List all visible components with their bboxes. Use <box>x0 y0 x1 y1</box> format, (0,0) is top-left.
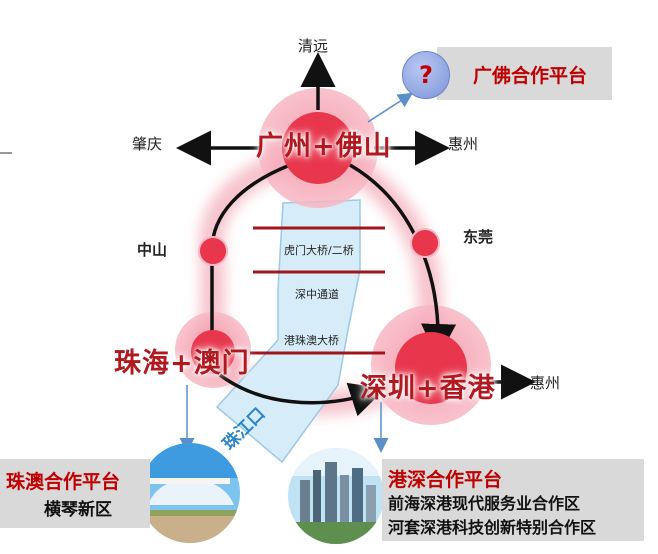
guangfo-platform-panel: 广佛合作平台 <box>437 47 612 100</box>
city-huizhou-top: 惠州 <box>448 135 479 153</box>
hengqin-photo <box>140 443 240 543</box>
city-zhaoqing: 肇庆 <box>132 135 163 153</box>
link-zh-sz <box>218 373 386 417</box>
pearl-river-estuary <box>215 199 361 464</box>
gangshen-platform-title: 港深合作平台 <box>388 469 503 491</box>
question-mark-icon: ? <box>419 61 433 89</box>
city-qingyuan: 清远 <box>298 37 329 55</box>
zhongshan-node <box>198 236 228 266</box>
guangfo-platform-title: 广佛合作平台 <box>473 65 588 87</box>
gangshen-platform-line-2: 河套深港科技创新特别合作区 <box>388 518 597 537</box>
city-zhongshan: 中山 <box>137 241 168 259</box>
city-huizhou-bottom: 惠州 <box>530 374 561 392</box>
label-shenzhong-channel: 深中通道 <box>295 288 339 301</box>
shenzhen-hongkong-core <box>395 332 467 404</box>
hub-zhuhai-macau: 珠海+澳门 <box>114 348 250 379</box>
zhuao-platform-title: 珠澳合作平台 <box>6 471 121 493</box>
arrow-to-guangfo-platform <box>367 92 414 123</box>
zhuao-platform-subtitle: 横琴新区 <box>44 500 112 520</box>
hub-guangzhou-foshan: 广州+佛山 <box>256 131 392 162</box>
zhuao-platform-panel: 珠澳合作平台 横琴新区 <box>0 459 150 528</box>
dongguan-node <box>410 228 440 258</box>
zhuhai-macau-core <box>191 330 235 374</box>
label-humen-bridge: 虎门大桥/二桥 <box>284 244 354 257</box>
guangzhou-foshan-core <box>282 112 354 184</box>
gangshen-platform-line-1: 前海深港现代服务业合作区 <box>388 494 581 513</box>
label-hzmb: 港珠澳大桥 <box>284 334 339 347</box>
question-circle: ? <box>402 51 450 99</box>
city-dongguan: 东莞 <box>463 228 494 246</box>
gangshen-platform-panel: 港深合作平台 前海深港现代服务业合作区 河套深港科技创新特别合作区 <box>382 459 644 541</box>
qianhai-photo <box>288 448 384 544</box>
hub-shenzhen-hongkong: 深圳+香港 <box>360 373 496 404</box>
